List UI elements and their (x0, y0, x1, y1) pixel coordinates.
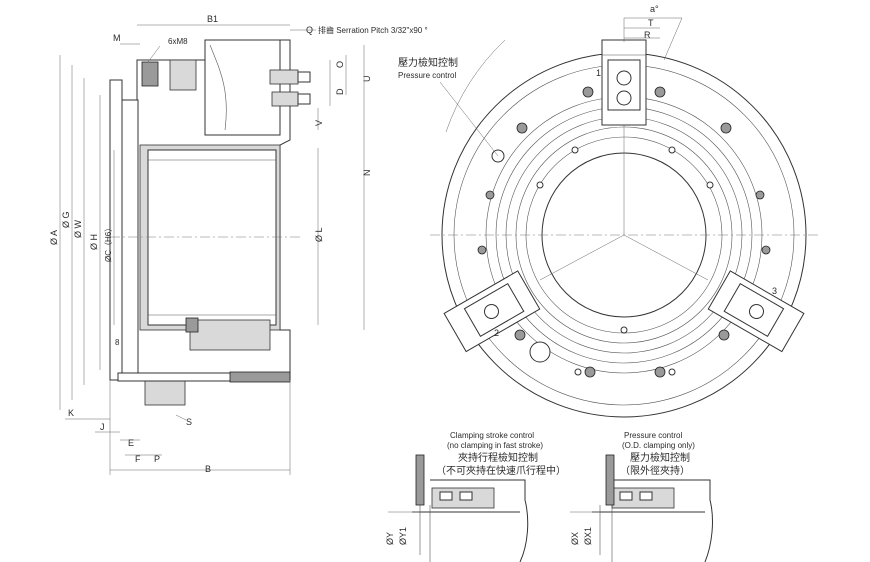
dim-v: V (314, 120, 324, 126)
front-view: a° T R 壓力檢知控制 Pressure control 1 2 3 (398, 4, 818, 418)
dim-w: Ø W (73, 219, 83, 238)
bolt-holes (477, 86, 771, 378)
press-line3: 壓力檢知控制 (630, 451, 690, 464)
dim-a: Ø A (49, 230, 59, 245)
clamp-line2: (no clamping in fast stroke) (447, 441, 543, 450)
dim-h: Ø H (89, 234, 99, 250)
dim-f: F (135, 454, 141, 464)
dim-o: O (335, 61, 345, 68)
jaw-label-1: 1 (596, 68, 601, 78)
dim-u: U (362, 76, 372, 83)
label-6xm8: 6xM8 (168, 37, 188, 46)
press-line4: （限外徑夾持） (620, 464, 690, 477)
pressure-label-cn: 壓力檢知控制 (398, 56, 458, 69)
pressure-label-en: Pressure control (398, 71, 456, 80)
dim-b: B (205, 464, 211, 474)
dim-r: R (644, 30, 651, 40)
dim-l: Ø L (314, 227, 324, 242)
dim-n: N (362, 170, 372, 177)
dim-k: K (68, 408, 74, 418)
dim-x1: ØX1 (583, 527, 593, 545)
detail-clamping: Clamping stroke control (no clamping in … (385, 431, 566, 562)
press-line1: Pressure control (624, 431, 682, 440)
jaw-label-3: 3 (772, 286, 777, 296)
dim-p: P (154, 454, 160, 464)
press-line2: (O.D. clamping only) (622, 441, 695, 450)
dim-x: ØX (570, 532, 580, 545)
clamp-line4: （不可夾持在快速爪行程中） (436, 464, 566, 477)
angle-label: a° (650, 4, 659, 14)
clamp-line3: 夾持行程檢知控制 (458, 451, 538, 464)
dim-d: D (335, 88, 345, 95)
jaw-label-2: 2 (494, 328, 499, 338)
dim-y: ØY (385, 532, 395, 545)
dim-s: S (186, 417, 192, 427)
clamp-line1: Clamping stroke control (450, 431, 534, 440)
dim-8: 8 (115, 338, 120, 347)
label-serration: 排齒 Serration Pitch 3/32"x90 ° (318, 25, 428, 35)
side-view: Ø A Ø G Ø W Ø H ØC（H6） B1 M 6xM8 Q 排齒 Se… (49, 14, 428, 475)
dim-e: E (128, 438, 134, 448)
dim-t: T (648, 18, 654, 28)
dim-m: M (113, 33, 121, 43)
dim-c: ØC（H6） (104, 224, 113, 262)
dim-g: Ø G (61, 211, 71, 228)
dim-j: J (100, 422, 105, 432)
detail-pressure: Pressure control (O.D. clamping only) 壓力… (570, 431, 713, 562)
dim-b1: B1 (207, 14, 218, 24)
dim-y1: ØY1 (398, 527, 408, 545)
